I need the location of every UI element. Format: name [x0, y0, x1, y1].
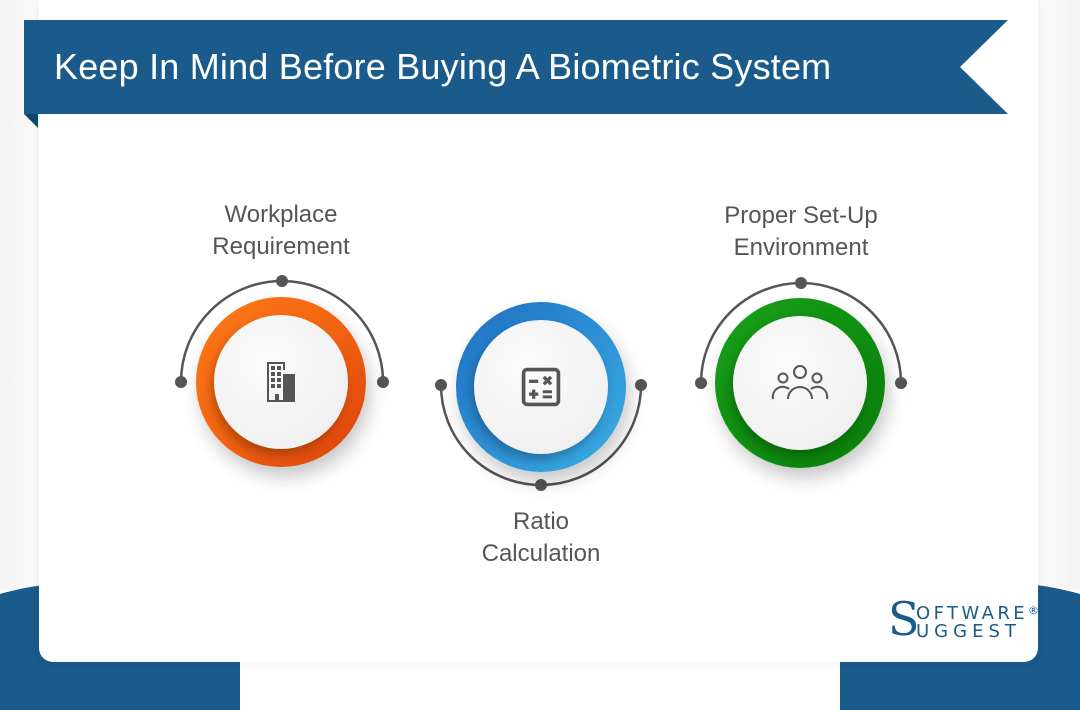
step-label: Proper Set-Up Environment: [724, 202, 878, 261]
ribbon-shape: [24, 20, 1008, 128]
step-label: Ratio Calculation: [481, 508, 601, 567]
title-banner: Keep In Mind Before Buying A Biometric S…: [24, 20, 1008, 128]
arc-connector-bottom: [435, 379, 647, 491]
arc-connector-top: [175, 275, 389, 388]
icon-disc: [733, 316, 867, 450]
icon-disc: [474, 320, 608, 454]
logo-initial: S: [888, 592, 920, 646]
blue-ring: [456, 302, 626, 472]
step-label: Workplace Requirement: [212, 201, 350, 260]
softwaresuggest-logo: S OFTWARE® UGGEST: [888, 594, 1039, 648]
building-icon: [267, 362, 295, 402]
green-ring: [715, 298, 885, 468]
icon-disc: [214, 315, 348, 449]
logo-line1: OFTWARE®: [916, 603, 1040, 624]
logo-line2: UGGEST: [916, 621, 1021, 642]
background-shade-right: [1038, 0, 1080, 590]
orange-ring: [196, 297, 366, 467]
calculator-icon: [521, 367, 561, 407]
group-icon: [771, 365, 829, 400]
arc-connector-top: [695, 277, 907, 389]
page-title: Keep In Mind Before Buying A Biometric S…: [54, 46, 832, 87]
